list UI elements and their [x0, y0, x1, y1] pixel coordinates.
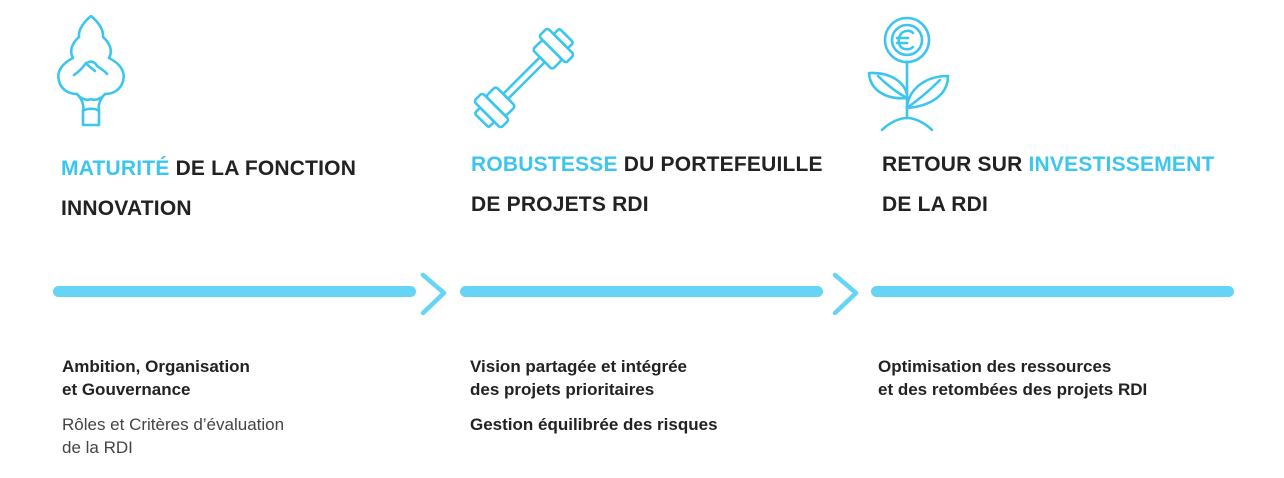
dumbbell-icon [470, 26, 578, 130]
chevron-right-icon [832, 271, 862, 322]
euro-plant-icon [866, 14, 954, 134]
column-2-title-line2: DE PROJETS RDI [471, 193, 649, 216]
column-3-desc-bold-2: et des retombées des projets RDI [878, 380, 1148, 399]
column-1-title-highlight: MATURITÉ [61, 157, 170, 180]
column-1-title-line2: INNOVATION [61, 197, 192, 220]
column-1-description: Ambition, Organisation et Gouvernance Rô… [62, 355, 284, 459]
timeline-segment-3 [871, 286, 1234, 297]
column-3-title-highlight: INVESTISSEMENT [1028, 153, 1215, 176]
tree-icon [52, 13, 130, 129]
column-1-title-rest: DE LA FONCTION [169, 157, 357, 180]
column-3-description: Optimisation des ressources et des retom… [878, 355, 1147, 401]
column-1-desc-normal-1: Rôles et Critères d’évaluation [62, 415, 285, 434]
column-3-desc-bold-1: Optimisation des ressources [878, 357, 1112, 376]
column-1-desc-bold-1: Ambition, Organisation [62, 357, 250, 376]
timeline-segment-1 [53, 286, 416, 297]
column-1-desc-normal-2: de la RDI [62, 438, 133, 457]
column-2-title: ROBUSTESSE DU PORTEFEUILLE DE PROJETS RD… [471, 145, 823, 225]
column-2-desc-bold-2: des projets prioritaires [470, 380, 655, 399]
column-3-title-line2: DE LA RDI [882, 193, 989, 216]
column-2-title-highlight: ROBUSTESSE [471, 153, 618, 176]
column-2-desc-bold-1: Vision partagée et intégrée [470, 357, 687, 376]
column-2-title-rest: DU PORTEFEUILLE [617, 153, 823, 176]
column-3-title: RETOUR SUR INVESTISSEMENT DE LA RDI [882, 145, 1215, 225]
column-2-desc-bold-3: Gestion équilibrée des risques [470, 415, 718, 434]
column-1-desc-bold-2: et Gouvernance [62, 380, 191, 399]
column-1-title: MATURITÉ DE LA FONCTION INNOVATION [61, 149, 356, 229]
column-3-title-prefix: RETOUR SUR [882, 153, 1029, 176]
timeline-segment-2 [460, 286, 823, 297]
chevron-right-icon [420, 271, 450, 322]
column-2-description: Vision partagée et intégrée des projets … [470, 355, 718, 436]
